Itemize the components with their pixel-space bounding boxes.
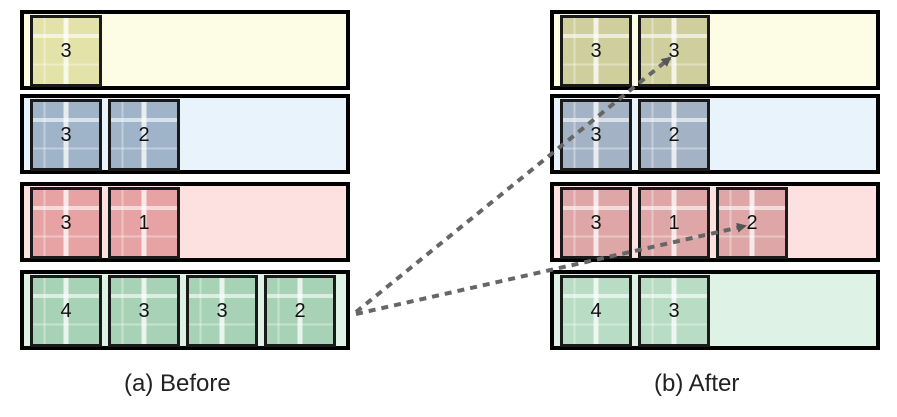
map-image xyxy=(189,278,255,344)
row-1: 3 xyxy=(20,10,350,90)
map-tile: 3 xyxy=(560,99,632,171)
tile-label: 2 xyxy=(746,211,758,234)
row-3: 3 1 2 xyxy=(550,182,880,262)
tile-label: 3 xyxy=(216,299,228,322)
row-4: 4 3 3 2 xyxy=(20,270,350,350)
tile-label: 3 xyxy=(668,39,680,62)
tile-label: 2 xyxy=(294,299,306,322)
map-tile: 3 xyxy=(638,15,710,87)
tile-label: 3 xyxy=(590,123,602,146)
tile-label: 3 xyxy=(590,211,602,234)
map-image xyxy=(33,18,99,84)
panel-caption: (b) After xyxy=(654,370,740,397)
tile-label: 1 xyxy=(668,211,680,234)
tile-label: 2 xyxy=(668,123,680,146)
map-tile: 3 xyxy=(30,15,102,87)
map-image xyxy=(267,278,333,344)
map-image xyxy=(33,190,99,256)
map-tile: 2 xyxy=(716,187,788,259)
tile-label: 3 xyxy=(60,211,72,234)
map-image xyxy=(111,278,177,344)
map-tile: 2 xyxy=(264,275,336,347)
map-tile: 2 xyxy=(638,99,710,171)
tile-label: 3 xyxy=(60,39,72,62)
map-tile: 3 xyxy=(560,187,632,259)
map-image xyxy=(33,278,99,344)
map-tile: 1 xyxy=(108,187,180,259)
map-tile: 3 xyxy=(560,15,632,87)
map-tile: 2 xyxy=(108,99,180,171)
map-tile: 3 xyxy=(186,275,258,347)
panel-caption: (a) Before xyxy=(124,370,231,397)
map-tile: 3 xyxy=(30,187,102,259)
tile-label: 4 xyxy=(60,299,72,322)
tile-label: 3 xyxy=(668,299,680,322)
map-tile: 1 xyxy=(638,187,710,259)
map-image xyxy=(33,102,99,168)
map-image xyxy=(111,190,177,256)
map-image xyxy=(111,102,177,168)
tile-label: 3 xyxy=(138,299,150,322)
tile-label: 1 xyxy=(138,211,150,234)
map-tile: 4 xyxy=(30,275,102,347)
tile-label: 4 xyxy=(590,299,602,322)
map-tile: 3 xyxy=(108,275,180,347)
tile-label: 2 xyxy=(138,123,150,146)
map-tile: 4 xyxy=(560,275,632,347)
tile-label: 3 xyxy=(60,123,72,146)
tile-label: 3 xyxy=(590,39,602,62)
map-tile: 3 xyxy=(30,99,102,171)
map-tile: 3 xyxy=(638,275,710,347)
